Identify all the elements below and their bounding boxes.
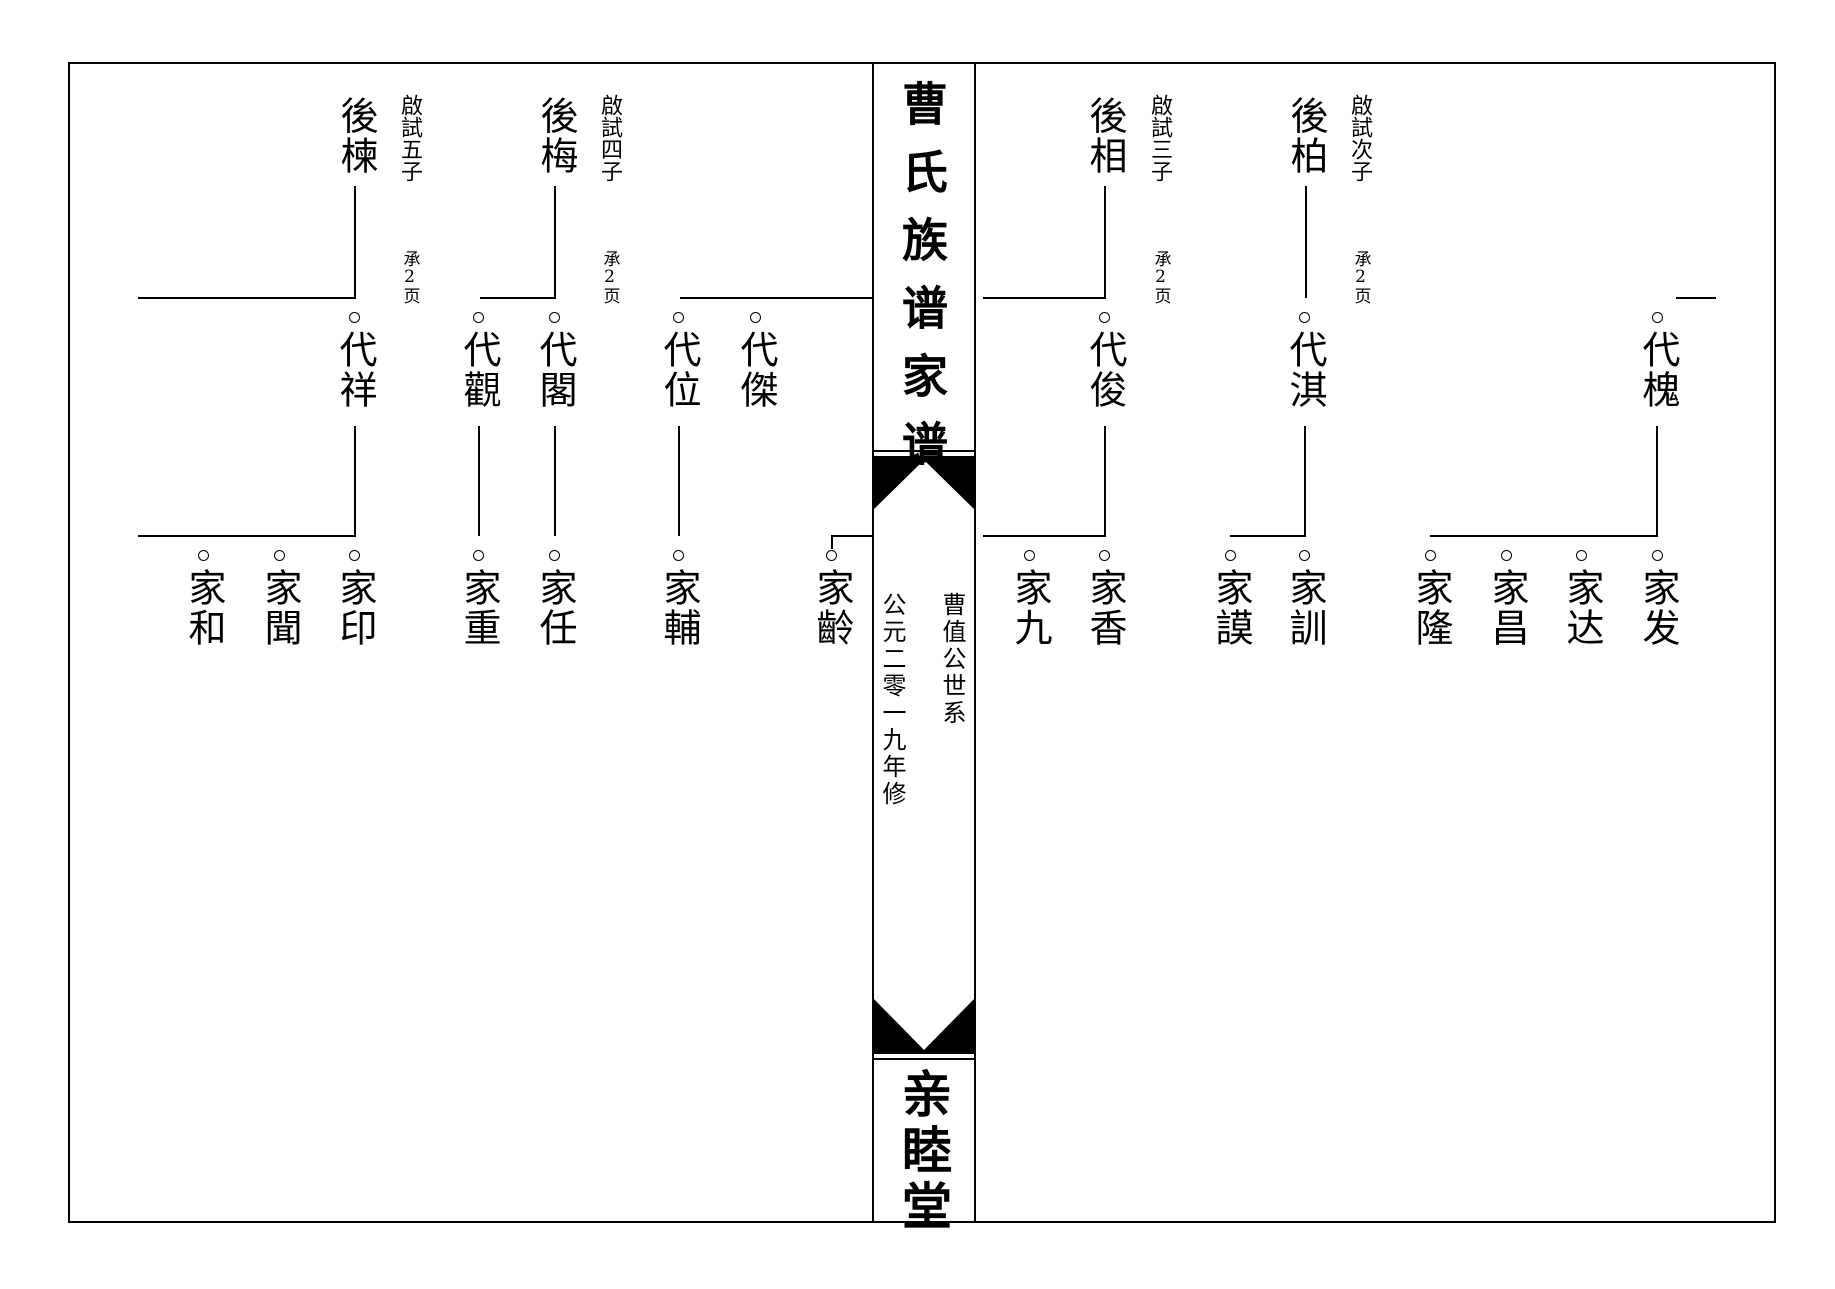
- gen3-name: 家任: [533, 568, 577, 648]
- person-marker: [750, 312, 761, 323]
- gen2-name: 代槐: [1636, 330, 1680, 410]
- gen2-name: 代觀: [457, 330, 501, 410]
- tree-bar: [680, 297, 872, 299]
- tree-bar: [138, 535, 356, 537]
- tree-bar: [1430, 535, 1658, 537]
- gen3-name: 家发: [1636, 568, 1680, 648]
- spine-divider: [872, 456, 976, 458]
- gen3-name: 家重: [457, 568, 501, 648]
- tree-line: [354, 426, 356, 536]
- person-marker: [349, 312, 360, 323]
- gen3-name: 家隆: [1409, 568, 1453, 648]
- gen2-name: 代位: [657, 330, 701, 410]
- person-marker: [1299, 550, 1310, 561]
- spine-right-rule: [974, 62, 976, 1223]
- person-marker: [1501, 550, 1512, 561]
- tree-line: [1305, 186, 1307, 298]
- tree-line: [478, 426, 480, 536]
- person-marker: [1099, 550, 1110, 561]
- spine-left-rule: [872, 62, 874, 1223]
- gen1-note: 啟試次子: [1347, 94, 1372, 182]
- person-marker: [274, 550, 285, 561]
- person-marker: [673, 550, 684, 561]
- tree-line: [1104, 186, 1106, 298]
- gen1-name: 後楝: [334, 96, 378, 176]
- person-marker: [1425, 550, 1436, 561]
- gen3-name: 家輔: [657, 568, 701, 648]
- person-marker: [1652, 312, 1663, 323]
- tree-bar: [832, 535, 872, 537]
- spine-top-chevron: [873, 458, 975, 510]
- person-marker: [673, 312, 684, 323]
- page-border: [68, 62, 1776, 1223]
- person-marker: [1024, 550, 1035, 561]
- person-marker: [473, 312, 484, 323]
- gen3-name: 家訓: [1283, 568, 1327, 648]
- gen3-name: 家九: [1008, 568, 1052, 648]
- tree-bar: [1230, 535, 1306, 537]
- gen1-note: 啟試三子: [1147, 94, 1172, 182]
- person-marker: [826, 550, 837, 561]
- tree-bar: [983, 535, 1106, 537]
- tree-bar: [138, 297, 356, 299]
- tree-line: [554, 186, 556, 298]
- gen1-note: 啟試四子: [597, 94, 622, 182]
- continued-note: 承2页: [399, 250, 420, 304]
- gen3-name: 家印: [333, 568, 377, 648]
- person-marker: [549, 550, 560, 561]
- spine-lineage: 曹值公世系: [938, 592, 966, 727]
- gen1-name: 後梅: [534, 96, 578, 176]
- person-marker: [1225, 550, 1236, 561]
- gen3-name: 家昌: [1485, 568, 1529, 648]
- tree-bar: [983, 297, 1106, 299]
- tree-line: [831, 535, 833, 549]
- continued-note: 承2页: [1350, 250, 1371, 304]
- tree-line: [1656, 426, 1658, 536]
- gen2-name: 代淇: [1283, 330, 1327, 410]
- tree-line: [354, 186, 356, 298]
- person-marker: [549, 312, 560, 323]
- person-marker: [1099, 312, 1110, 323]
- gen3-name: 家和: [182, 568, 226, 648]
- gen2-name: 代祥: [333, 330, 377, 410]
- tree-line: [678, 426, 680, 536]
- spine-year: 公元二零一九年修: [878, 592, 906, 808]
- spine-bottom-chevron: [873, 998, 975, 1052]
- spine-divider: [872, 450, 976, 452]
- gen3-name: 家达: [1560, 568, 1604, 648]
- gen2-name: 代俊: [1083, 330, 1127, 410]
- spine-hall-name: 亲睦堂: [894, 1068, 953, 1236]
- gen3-name: 家謨: [1209, 568, 1253, 648]
- gen1-note: 啟試五子: [397, 94, 422, 182]
- spine-title: 曹氏族谱家谱: [895, 80, 949, 488]
- person-marker: [349, 550, 360, 561]
- gen3-name: 家齡: [810, 568, 854, 648]
- person-marker: [473, 550, 484, 561]
- tree-bar: [480, 297, 556, 299]
- tree-line: [554, 426, 556, 536]
- continued-note: 承2页: [1150, 250, 1171, 304]
- gen1-name: 後相: [1083, 96, 1127, 176]
- person-marker: [198, 550, 209, 561]
- continued-note: 承2页: [599, 250, 620, 304]
- gen3-name: 家香: [1083, 568, 1127, 648]
- spine-divider: [872, 1058, 976, 1060]
- person-marker: [1299, 312, 1310, 323]
- gen3-name: 家聞: [258, 568, 302, 648]
- tree-bar: [1676, 297, 1716, 299]
- gen2-name: 代閣: [533, 330, 577, 410]
- person-marker: [1576, 550, 1587, 561]
- tree-line: [1304, 426, 1306, 536]
- gen1-name: 後柏: [1284, 96, 1328, 176]
- spine-divider: [872, 1052, 976, 1054]
- tree-line: [1104, 426, 1106, 536]
- gen2-name: 代傑: [734, 330, 778, 410]
- person-marker: [1652, 550, 1663, 561]
